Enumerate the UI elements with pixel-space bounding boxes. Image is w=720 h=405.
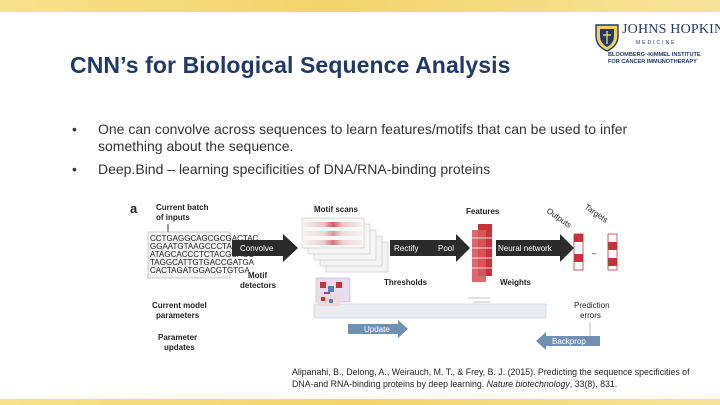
label-targets: Targets — [583, 202, 610, 224]
label-parameter: Parameter — [158, 333, 197, 342]
label-thresholds: Thresholds — [384, 278, 428, 287]
minus-sign: – — [592, 249, 597, 258]
sequence-line: CCTGAGGCAGCGCGACTAC — [150, 234, 259, 243]
targets-column — [607, 233, 618, 271]
label-outputs: Outputs — [545, 206, 573, 229]
label-convolve: Convolve — [240, 244, 274, 253]
label-detectors: detectors — [240, 281, 277, 290]
logo-subtitle: MEDICINE — [636, 40, 677, 46]
deepbind-diagram: a Current batch of inputs CCTGAGGCAGCGCG… — [130, 201, 618, 352]
slide-title: CNN’s for Biological Sequence Analysis — [70, 52, 511, 78]
features-block — [472, 224, 492, 282]
johns-hopkins-logo: JOHNS HOPKINS MEDICINE BLOOMBERG~KIMMEL … — [592, 20, 720, 70]
convolve-arrow: Convolve — [232, 234, 298, 262]
bullet-list: • One can convolve across sequences to l… — [72, 121, 682, 184]
sequence-line: CACTAGATGGACGTGTGA — [150, 266, 250, 275]
logo-institute: BLOOMBERG~KIMMEL INSTITUTE FOR CANCER IM… — [608, 52, 701, 66]
outputs-column — [573, 233, 584, 271]
citation-rest: , 33(8), 831. — [569, 379, 618, 389]
logo-name: JOHNS HOPKINS — [622, 22, 720, 37]
label-update: Update — [364, 325, 390, 334]
bottom-accent-bar — [0, 399, 720, 405]
label-of-inputs: of inputs — [156, 213, 190, 222]
sequence-line: GGAATGTAAGCCCTAGCTC — [150, 242, 255, 251]
bullet-dot: • — [72, 121, 77, 137]
parameter-strip — [313, 303, 547, 319]
logo-institute-line2: FOR CANCER IMMUNOTHERAPY — [608, 59, 697, 65]
parameter-heatmap — [318, 294, 340, 306]
label-motif-scans: Motif scans — [314, 205, 359, 214]
label-backprop: Backprop — [552, 337, 586, 346]
citation-text: Alipanahi, B., Delong, A., Weirauch, M. … — [292, 367, 690, 389]
backprop-arrow: Backprop — [536, 332, 600, 350]
sequence-line: ATAGCACCCTCTACGCACC — [150, 250, 254, 259]
label-features: Features — [466, 207, 500, 216]
label-current-batch: Current batch — [156, 203, 209, 212]
bullet-text: One can convolve across sequences to lea… — [98, 121, 628, 154]
update-arrow: Update — [348, 320, 408, 338]
top-accent-bar — [0, 0, 720, 12]
bullet-text: Deep.Bind – learning specificities of DN… — [98, 161, 491, 177]
bullet-item: • Deep.Bind – learning specificities of … — [72, 161, 682, 178]
neural-network-arrow: Neural network — [496, 234, 574, 262]
motif-scans-stack — [301, 217, 389, 273]
label-motif: Motif — [248, 271, 267, 280]
label-rectify: Rectify — [394, 244, 418, 253]
label-neural-network: Neural network — [498, 244, 553, 253]
deepbind-figure: a Current batch of inputs CCTGAGGCAGCGCG… — [128, 198, 618, 358]
bullet-item: • One can convolve across sequences to l… — [72, 121, 682, 155]
label-prediction: Prediction — [574, 301, 610, 310]
label-updates: updates — [164, 343, 195, 352]
label-current-model: Current model — [152, 301, 207, 310]
label-parameters: parameters — [156, 311, 200, 320]
sequence-stack: CCTGAGGCAGCGCGACTAC GGAATGTAAGCCCTAGCTC … — [147, 231, 259, 279]
panel-letter: a — [130, 201, 138, 216]
shield-icon — [595, 24, 619, 52]
label-pool: Pool — [438, 244, 454, 253]
label-weights: Weights — [500, 278, 532, 287]
citation-journal: Nature biotechnology — [486, 379, 570, 389]
logo-institute-line1: BLOOMBERG~KIMMEL INSTITUTE — [608, 52, 701, 58]
weight-lines — [468, 297, 490, 303]
rectify-pool-arrow: Rectify Pool — [390, 234, 470, 262]
bullet-dot: • — [72, 161, 77, 177]
citation: Alipanahi, B., Delong, A., Weirauch, M. … — [292, 366, 712, 390]
label-errors: errors — [580, 311, 601, 320]
sequence-line: TAGGCATTGTGACCGATGA — [150, 258, 255, 267]
